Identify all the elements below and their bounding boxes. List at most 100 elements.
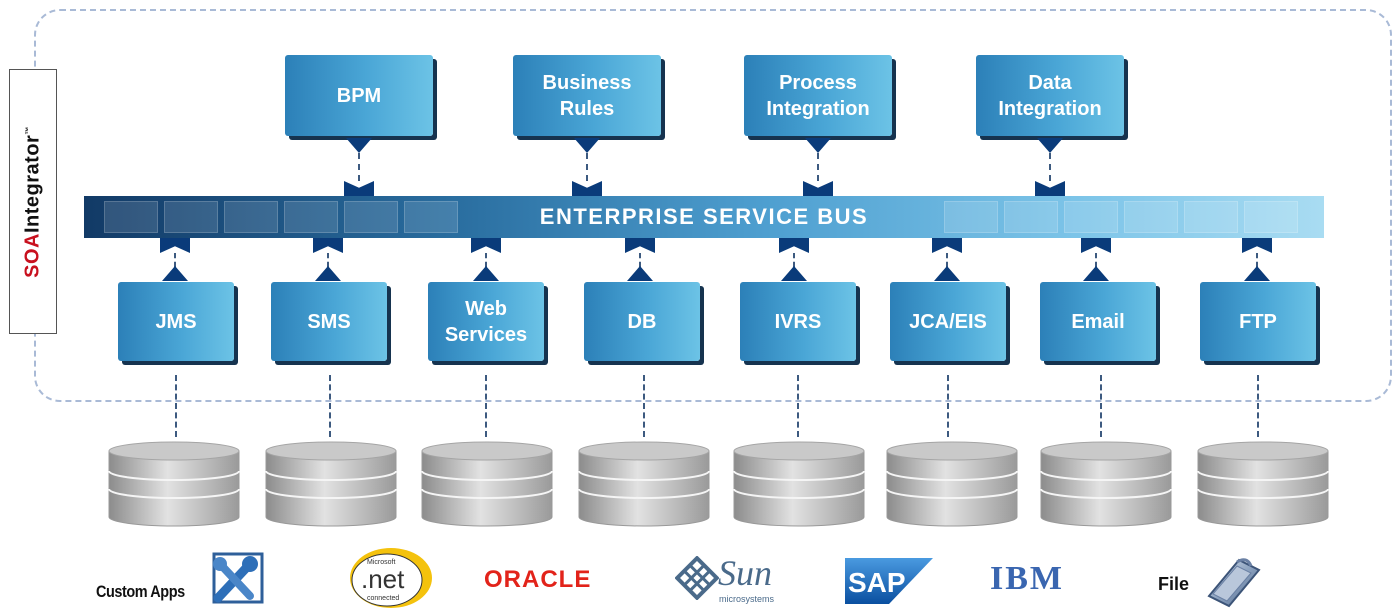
process-integration-arrow: [805, 138, 831, 153]
sap-logo: SAP: [845, 558, 933, 604]
business-rules-label-1: Business: [542, 71, 632, 94]
system-disk-icon: [1040, 441, 1172, 527]
sms-arrow: [315, 266, 341, 281]
bpm-bus-connector: [344, 181, 374, 196]
system-disk-icon: [108, 441, 240, 527]
file-folder-icon: [1207, 558, 1261, 608]
ftp-arrow: [1244, 266, 1270, 281]
jms-label: JMS: [155, 310, 197, 333]
jca-eis-dashed-link: [946, 253, 948, 267]
web-services-label-2: Services: [444, 323, 528, 346]
ivrs-bus-connector: [779, 238, 809, 253]
process-integration-label-1: Process: [779, 71, 857, 94]
email-label: Email: [1071, 310, 1125, 333]
bpm-box[interactable]: BPM: [285, 55, 433, 136]
custom-apps-tools-icon: [212, 552, 264, 604]
trademark: ™: [23, 125, 33, 135]
data-integration-bus-connector: [1035, 181, 1065, 196]
bus-segment: [1064, 201, 1118, 233]
bus-segment: [1244, 201, 1298, 233]
web-services-arrow: [473, 266, 499, 281]
web-services-label-1: Web: [465, 297, 507, 320]
data-integration-arrow: [1037, 138, 1063, 153]
db-arrow: [627, 266, 653, 281]
soa-integrator-label-box: SOAIntegrator™: [9, 69, 57, 334]
bus-segment: [224, 201, 278, 233]
process-integration-label-2: Integration: [766, 97, 870, 120]
jms-box[interactable]: JMS: [118, 282, 234, 361]
soa-integrator-label: SOAIntegrator™: [22, 126, 45, 278]
enterprise-service-bus: ENTERPRISE SERVICE BUS: [84, 196, 1324, 238]
jca-eis-box[interactable]: JCA/EIS: [890, 282, 1006, 361]
ftp-bus-connector: [1242, 238, 1272, 253]
system-disk-icon: [578, 441, 710, 527]
sms-system-link: [329, 375, 331, 437]
bus-segment: [1004, 201, 1058, 233]
db-box[interactable]: DB: [584, 282, 700, 361]
dotnet-text: .net: [361, 564, 405, 594]
ftp-dashed-link: [1256, 253, 1258, 267]
email-dashed-link: [1095, 253, 1097, 267]
ibm-logo: IBM: [990, 560, 1064, 597]
system-disk-icon: [886, 441, 1018, 527]
db-dashed-link: [639, 253, 641, 267]
bpm-dashed-link: [358, 153, 360, 181]
dotnet-microsoft-text: Microsoft: [367, 559, 395, 566]
web-services-dashed-link: [485, 253, 487, 267]
dotnet-connected-logo: Microsoft .net connected: [350, 548, 432, 608]
bpm-label: BPM: [336, 84, 382, 107]
jms-system-link: [175, 375, 177, 437]
data-integration-label-2: Integration: [998, 97, 1102, 120]
bus-segment: [1124, 201, 1178, 233]
sms-dashed-link: [327, 253, 329, 267]
web-services-system-link: [485, 375, 487, 437]
business-rules-bus-connector: [572, 181, 602, 196]
bus-segment: [104, 201, 158, 233]
custom-apps-label: Custom Apps: [96, 582, 185, 601]
ftp-box[interactable]: FTP: [1200, 282, 1316, 361]
bpm-arrow: [346, 138, 372, 153]
process-integration-bus-connector: [803, 181, 833, 196]
jca-eis-arrow: [934, 266, 960, 281]
jms-bus-connector: [160, 238, 190, 253]
bus-segment: [1184, 201, 1238, 233]
system-disk-icon: [733, 441, 865, 527]
ftp-system-link: [1257, 375, 1259, 437]
db-bus-connector: [625, 238, 655, 253]
email-box[interactable]: Email: [1040, 282, 1156, 361]
email-bus-connector: [1081, 238, 1111, 253]
bus-segment: [404, 201, 458, 233]
file-label: File: [1158, 574, 1190, 594]
data-integration-dashed-link: [1049, 153, 1051, 181]
oracle-logo: ORACLE: [484, 566, 592, 593]
sms-box[interactable]: SMS: [271, 282, 387, 361]
ivrs-dashed-link: [793, 253, 795, 267]
sun-microsystems-text: microsystems: [719, 594, 775, 604]
dotnet-connected-text: connected: [367, 595, 399, 602]
integrator-text: Integrator: [21, 134, 44, 233]
ivrs-label: IVRS: [774, 310, 822, 333]
ivrs-box[interactable]: IVRS: [740, 282, 856, 361]
sun-diamond-icon: [675, 556, 719, 600]
business-rules-dashed-link: [586, 153, 588, 181]
system-disk-icon: [265, 441, 397, 527]
email-system-link: [1100, 375, 1102, 437]
ftp-label: FTP: [1239, 310, 1277, 333]
sap-text: SAP: [848, 567, 906, 598]
sms-bus-connector: [313, 238, 343, 253]
process-integration-dashed-link: [817, 153, 819, 181]
sms-label: SMS: [307, 310, 351, 333]
data-integration-label-1: Data: [1028, 71, 1072, 94]
jca-eis-label: JCA/EIS: [909, 310, 987, 333]
soa-text: SOA: [21, 232, 44, 278]
db-label: DB: [627, 310, 657, 333]
db-system-link: [643, 375, 645, 437]
jms-dashed-link: [174, 253, 176, 267]
jms-arrow: [162, 266, 188, 281]
bus-segment: [344, 201, 398, 233]
system-disk-icon: [421, 441, 553, 527]
